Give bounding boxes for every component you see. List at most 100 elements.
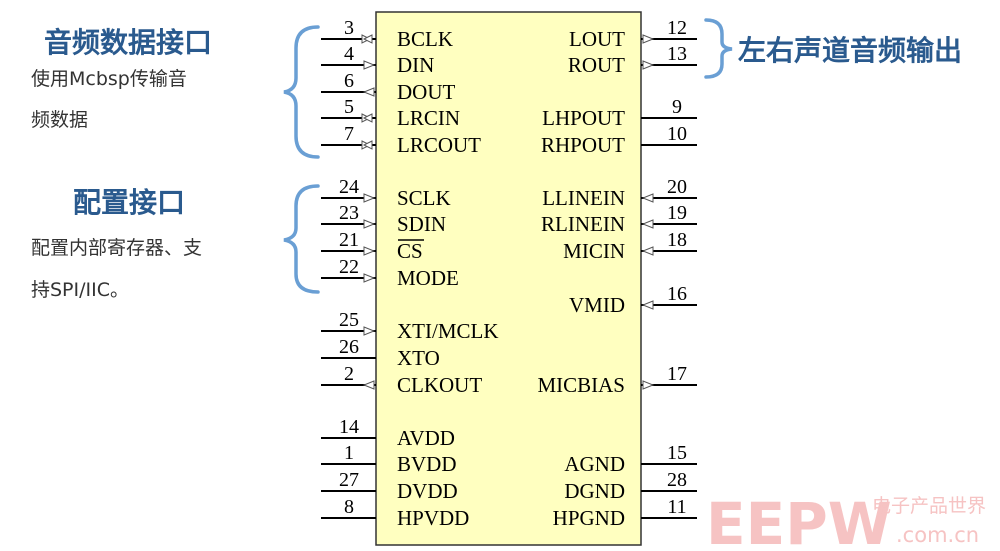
- pin-label: CS: [397, 239, 423, 263]
- pin-number: 1: [344, 442, 354, 464]
- right-pin: 19 RLINEIN: [541, 202, 697, 236]
- pin-number: 25: [339, 309, 359, 331]
- pin-number: 26: [339, 336, 359, 358]
- audio-output-bracket: [704, 18, 733, 79]
- pin-arrow: [641, 193, 654, 203]
- pin-arrow: [642, 34, 655, 44]
- audio-interface-desc-line1: 使用Mcbsp传输音: [31, 68, 187, 90]
- right-pin: 12 LOUT: [569, 17, 697, 51]
- left-pin: 25 XTI/MCLK: [321, 309, 499, 343]
- audio-interface-bracket: [283, 25, 320, 159]
- pin-label: RHPOUT: [541, 133, 625, 157]
- pin-label: MODE: [397, 266, 459, 290]
- pin-label: AVDD: [397, 426, 455, 450]
- pin-arrow: [362, 34, 373, 44]
- pin-label: RLINEIN: [541, 212, 625, 236]
- left-pin: 4 DIN: [321, 43, 434, 77]
- audio-interface-title: 音频数据接口: [44, 26, 212, 59]
- pin-arrow: [363, 219, 376, 229]
- left-pin: 22 MODE: [321, 256, 459, 290]
- watermark-tagline: 电子产品世界: [872, 495, 986, 517]
- pin-number: 15: [667, 442, 687, 464]
- left-pin: 23 SDIN: [321, 202, 446, 236]
- pin-arrow: [642, 380, 655, 390]
- pin-number: 19: [667, 202, 687, 224]
- pin-number: 22: [339, 256, 359, 278]
- right-pin: 15 AGND: [564, 442, 697, 476]
- right-pin: 11 HPGND: [553, 496, 697, 530]
- pin-arrow: [362, 87, 375, 97]
- pin-number: 18: [667, 229, 687, 251]
- left-pin: 3 BCLK: [321, 17, 453, 51]
- watermark-url: .com.cn: [896, 523, 979, 547]
- pin-label: BCLK: [397, 27, 453, 51]
- config-interface-desc-line2: 持SPI/IIC。: [31, 279, 129, 301]
- pin-arrow: [363, 246, 376, 256]
- pin-arrow: [641, 219, 654, 229]
- eepw-logo: EEPW: [706, 490, 892, 551]
- config-interface-title: 配置接口: [73, 186, 185, 219]
- pin-number: 21: [339, 229, 359, 251]
- pin-arrow: [363, 273, 376, 283]
- pin-label: LHPOUT: [542, 106, 625, 130]
- pin-label: SDIN: [397, 212, 446, 236]
- pin-number: 4: [344, 43, 354, 65]
- pin-number: 7: [344, 123, 354, 145]
- pin-arrow: [362, 380, 375, 390]
- pin-label: XTI/MCLK: [397, 319, 499, 343]
- pin-label: AGND: [564, 452, 625, 476]
- pin-label: HPVDD: [397, 506, 469, 530]
- pin-number: 17: [667, 363, 687, 385]
- left-pin: 14 AVDD: [321, 416, 455, 450]
- pin-label: LOUT: [569, 27, 625, 51]
- pin-label: DGND: [564, 479, 625, 503]
- pin-label: DOUT: [397, 80, 455, 104]
- pin-label: MICIN: [563, 239, 625, 263]
- pin-label: CLKOUT: [397, 373, 482, 397]
- pin-number: 28: [667, 469, 687, 491]
- pin-number: 3: [344, 17, 354, 39]
- pin-label: DIN: [397, 53, 434, 77]
- audio-interface-desc-line2: 频数据: [31, 109, 88, 131]
- pin-arrow: [641, 246, 654, 256]
- pin-label: LRCIN: [397, 106, 460, 130]
- pin-label: BVDD: [397, 452, 457, 476]
- pin-arrow: [363, 60, 376, 70]
- pin-arrow: [642, 60, 655, 70]
- pin-label: DVDD: [397, 479, 458, 503]
- right-pin: 28 DGND: [564, 469, 697, 503]
- pin-arrow: [362, 113, 373, 123]
- pin-number: 23: [339, 202, 359, 224]
- pin-number: 24: [339, 176, 359, 198]
- right-pin: 10 RHPOUT: [541, 123, 697, 157]
- pin-label: HPGND: [553, 506, 625, 530]
- pin-label: MICBIAS: [537, 373, 625, 397]
- pin-arrow: [363, 326, 376, 336]
- config-interface-bracket: [283, 184, 320, 294]
- left-pin: 27 DVDD: [321, 469, 458, 503]
- config-interface-desc-line1: 配置内部寄存器、支: [31, 237, 202, 259]
- pin-number: 2: [344, 363, 354, 385]
- pin-number: 12: [667, 17, 687, 39]
- left-pin: 1 BVDD: [321, 442, 457, 476]
- pin-number: 27: [339, 469, 359, 491]
- pin-arrow: [641, 300, 654, 310]
- pin-number: 14: [339, 416, 359, 438]
- pin-label: ROUT: [568, 53, 625, 77]
- pin-number: 11: [667, 496, 686, 518]
- pin-number: 6: [344, 70, 354, 92]
- left-pin: 6 DOUT: [321, 70, 455, 104]
- left-pin: 2 CLKOUT: [321, 363, 482, 397]
- pin-arrow: [362, 140, 373, 150]
- pin-number: 10: [667, 123, 687, 145]
